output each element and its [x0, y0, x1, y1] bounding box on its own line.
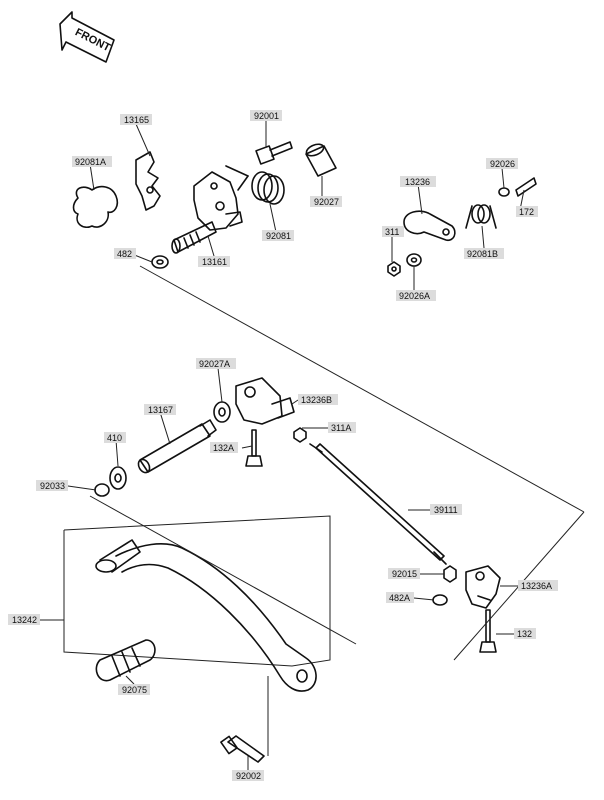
label-92026: 92026	[486, 158, 518, 169]
label-92002: 92002	[232, 770, 264, 781]
svg-text:92001: 92001	[254, 111, 279, 121]
pedal-rubber-92075	[95, 639, 156, 682]
label-13161: 13161	[198, 256, 230, 267]
svg-text:13236A: 13236A	[521, 581, 552, 591]
label-92033: 92033	[36, 480, 68, 491]
svg-text:172: 172	[519, 207, 534, 217]
label-92026a: 92026A	[396, 290, 436, 301]
svg-text:92033: 92033	[40, 481, 65, 491]
svg-text:311A: 311A	[331, 423, 351, 433]
svg-text:132A: 132A	[213, 443, 234, 453]
label-13236: 13236	[400, 176, 436, 187]
reference-line-pedal	[89, 495, 357, 645]
washer-482a	[432, 594, 448, 606]
svg-text:482: 482	[117, 249, 132, 259]
svg-text:13236B: 13236B	[301, 395, 332, 405]
label-92027a: 92027A	[196, 358, 236, 369]
shift-plate-13165	[135, 151, 161, 211]
label-13236a: 13236A	[518, 580, 558, 591]
label-92081: 92081	[262, 230, 294, 241]
svg-text:92081A: 92081A	[75, 157, 106, 167]
label-92001: 92001	[250, 110, 282, 121]
bolt-92002	[220, 735, 265, 763]
washer-410	[109, 466, 127, 490]
washer-92027a	[213, 401, 231, 423]
label-482a: 482A	[386, 592, 414, 603]
label-92081b: 92081B	[464, 248, 504, 259]
shift-shaft-13161	[171, 171, 243, 254]
label-311a: 311A	[328, 422, 356, 433]
svg-text:13242: 13242	[12, 615, 37, 625]
nut-311a	[293, 427, 307, 443]
label-132: 132	[514, 628, 536, 639]
pin-172	[515, 177, 537, 197]
svg-text:39111: 39111	[434, 505, 458, 515]
svg-text:92081: 92081	[266, 231, 291, 241]
svg-text:132: 132	[517, 629, 532, 639]
label-13236b: 13236B	[298, 394, 338, 405]
nut-311	[387, 261, 401, 277]
nut-92015	[443, 565, 457, 583]
label-13165: 13165	[120, 114, 152, 125]
reference-line-upper	[139, 265, 585, 513]
label-13167: 13167	[144, 404, 176, 415]
label-132a: 132A	[210, 442, 238, 453]
tie-rod-39111	[309, 443, 447, 565]
collar-92027	[305, 143, 337, 177]
bushing-92026	[498, 187, 510, 197]
circlip-92033	[94, 483, 110, 497]
bolt-92001	[255, 141, 293, 165]
front-arrow-label: FRONT	[73, 26, 112, 54]
bolt-132a	[245, 429, 263, 467]
svg-text:13161: 13161	[202, 257, 227, 267]
label-410: 410	[104, 432, 126, 443]
return-spring-92081	[225, 165, 285, 205]
label-172: 172	[516, 206, 538, 217]
svg-text:482A: 482A	[389, 593, 410, 603]
label-leaders	[40, 120, 525, 770]
lever-13236a	[465, 565, 501, 609]
label-39111: 39111	[430, 504, 462, 515]
bolt-132	[479, 609, 497, 653]
washer-482	[151, 255, 169, 269]
shift-lever-13236	[403, 210, 456, 242]
label-92075: 92075	[118, 684, 150, 695]
svg-text:311: 311	[385, 227, 399, 237]
label-13242: 13242	[8, 614, 40, 625]
svg-text:92027: 92027	[314, 197, 339, 207]
svg-text:13167: 13167	[148, 405, 173, 415]
label-92015: 92015	[388, 568, 420, 579]
label-311: 311	[382, 226, 404, 237]
spring-clip-92081a	[72, 185, 119, 229]
svg-text:92081B: 92081B	[467, 249, 498, 259]
front-arrow-icon: FRONT	[59, 11, 115, 63]
label-482: 482	[114, 248, 136, 259]
pedal-box-outline	[63, 515, 331, 667]
svg-text:92002: 92002	[236, 771, 261, 781]
label-92027: 92027	[310, 196, 342, 207]
svg-text:92075: 92075	[122, 685, 147, 695]
svg-text:92026: 92026	[490, 159, 515, 169]
svg-text:13165: 13165	[124, 115, 149, 125]
washer-92026a	[406, 253, 422, 267]
shaft-13167	[137, 419, 217, 474]
label-92081a: 92081A	[72, 156, 112, 167]
svg-text:13236: 13236	[405, 177, 430, 187]
spring-92081b	[465, 204, 497, 229]
svg-text:92026A: 92026A	[399, 291, 430, 301]
svg-text:410: 410	[107, 433, 122, 443]
svg-text:92015: 92015	[392, 569, 417, 579]
part-labels: 13165 92001 92081A 92027 92081 482 13161…	[8, 110, 558, 781]
shift-plate-hole	[146, 186, 154, 194]
shift-pedal-13242	[95, 539, 317, 692]
lever-block-13236b	[235, 377, 295, 425]
svg-text:92027A: 92027A	[199, 359, 230, 369]
